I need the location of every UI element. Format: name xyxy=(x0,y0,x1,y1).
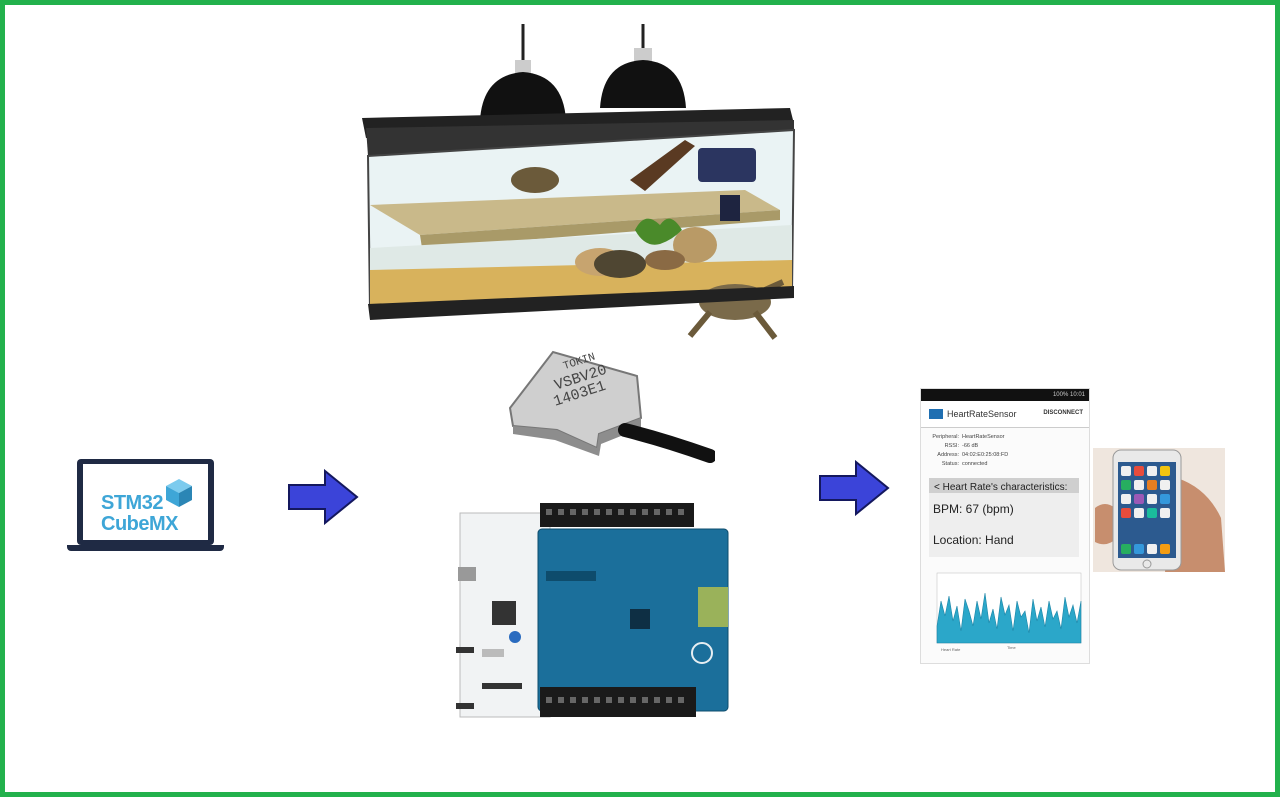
chart-legend: Heart Rate xyxy=(941,647,961,652)
sensor-body xyxy=(508,350,715,463)
location-panel: Location: Hand xyxy=(929,523,1079,557)
status-battery: 100% xyxy=(1052,392,1069,398)
cube-icon xyxy=(166,479,192,507)
info-row: RSSI:-66 dB xyxy=(944,443,979,449)
turtle-aquarium-image xyxy=(362,24,796,340)
bpm-panel: BPM: 67 (bpm) xyxy=(929,493,1079,525)
chart-xlabel: Time xyxy=(1007,645,1017,650)
disconnect-button[interactable]: DISCONNECT xyxy=(1043,410,1083,416)
right-arrow-icon xyxy=(819,460,890,516)
vibration-sensor-image: TOKIN VSBV20 1403E1 xyxy=(505,348,715,463)
location-value: Location: Hand xyxy=(933,533,1014,547)
laptop-screen-content: STM32 CubeMX xyxy=(83,464,208,540)
app-title: HeartRateSensor xyxy=(947,409,1017,419)
laptop-base xyxy=(67,545,224,551)
status-bar: 100% 10:01 xyxy=(921,389,1089,401)
right-arrow-icon xyxy=(288,469,359,525)
bpm-value: BPM: 67 (bpm) xyxy=(933,502,1014,516)
nucleo-boards-image xyxy=(456,503,729,718)
info-row: Address:04:02:E0:25:08:FD xyxy=(937,452,1009,458)
info-row: Peripheral:HeartRateSensor xyxy=(932,434,1005,440)
laptop-screen: STM32 CubeMX xyxy=(77,459,214,545)
info-row: Status:connected xyxy=(941,461,988,467)
stm32-label: STM32 xyxy=(101,492,163,514)
heart-rate-series xyxy=(936,592,1082,644)
heart-rate-chart: Heart Rate Time xyxy=(936,572,1082,652)
cubemx-label: CubeMX xyxy=(101,513,179,535)
laptop-icon: STM32 CubeMX xyxy=(67,459,224,553)
status-time: 10:01 xyxy=(1069,392,1085,398)
heart-rate-app-screenshot: 100% 10:01 HeartRateSensor DISCONNECT Pe… xyxy=(920,388,1090,664)
app-toolbar: HeartRateSensor DISCONNECT xyxy=(921,401,1089,428)
smartphone-in-hand-image xyxy=(1093,448,1225,572)
st-logo-icon xyxy=(929,409,943,419)
peripheral-info: Peripheral:HeartRateSensor RSSI:-66 dB A… xyxy=(925,433,1008,469)
characteristics-header[interactable]: < Heart Rate's characteristics: xyxy=(929,478,1079,497)
